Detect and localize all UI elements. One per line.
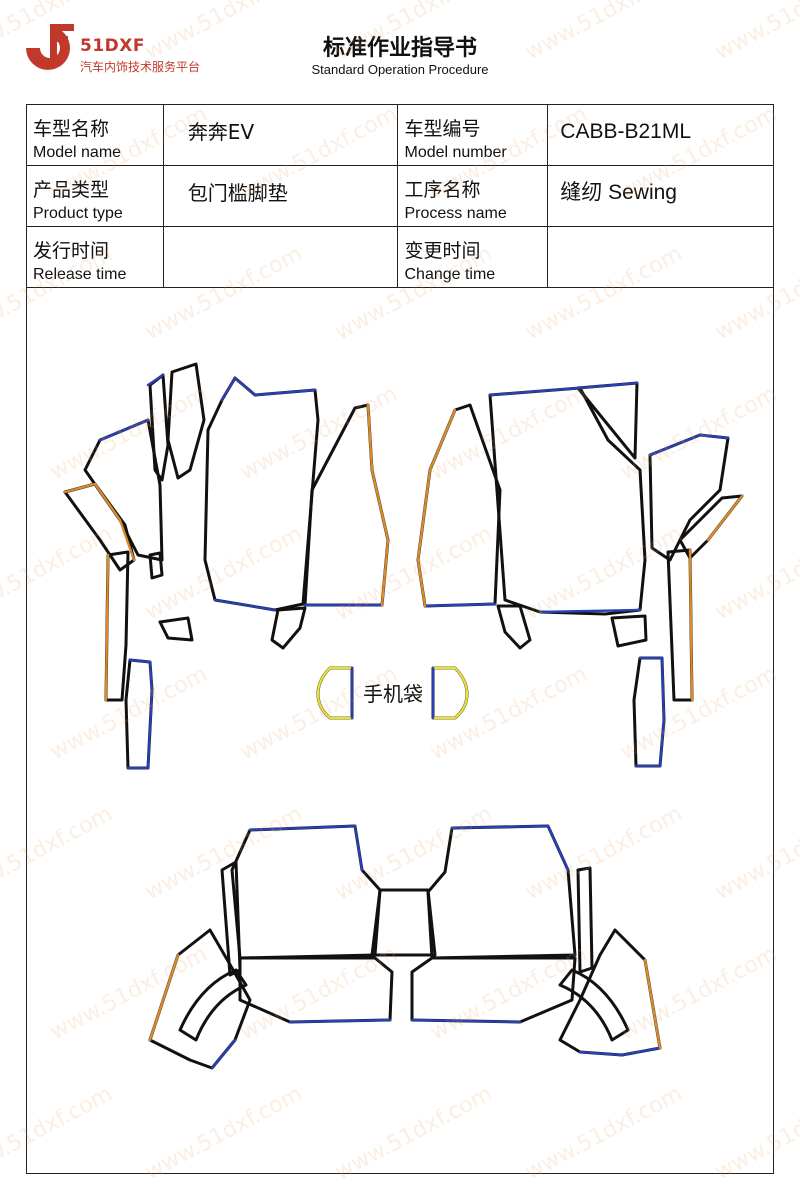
rear-right-side-panel	[576, 866, 594, 974]
front-right-triangle-panel	[576, 381, 639, 460]
rear-right-inner-arc	[558, 968, 630, 1042]
model-name-label: 车型名称	[33, 118, 110, 140]
process-name-label-en: Process name	[404, 205, 507, 222]
page-subtitle: Standard Operation Procedure	[311, 62, 489, 77]
rear-left-lower-mat	[238, 956, 394, 1024]
model-number-label-cell: 车型编号 Model number	[397, 104, 549, 166]
edge-blue-front-right	[423, 381, 730, 768]
product-type-value: 包门槛脚垫	[187, 181, 288, 205]
front-left-clip	[158, 616, 194, 642]
rear-center-tunnel	[370, 888, 437, 957]
table-row: 车型名称 Model name 奔奔EV 车型编号 Model number C…	[26, 104, 774, 166]
info-table: 车型名称 Model name 奔奔EV 车型编号 Model number C…	[26, 104, 774, 288]
product-type-label: 产品类型	[33, 179, 110, 201]
change-time-label: 变更时间	[404, 240, 481, 262]
model-name-value: 奔奔EV	[187, 120, 255, 144]
front-left-sill-strip	[104, 550, 130, 702]
change-time-label-en: Change time	[404, 266, 496, 283]
front-left-main-mat	[203, 376, 320, 612]
edge-orange-front-right	[416, 408, 744, 702]
front-right-heel-pad	[416, 403, 502, 608]
model-name-value-cell: 奔奔EV	[162, 104, 399, 166]
model-number-label: 车型编号	[404, 118, 481, 140]
table-row: 发行时间 Release time 变更时间 Change time	[26, 226, 774, 288]
model-number-value-cell: CABB-B21ML	[547, 104, 774, 166]
model-number-label-en: Model number	[404, 144, 507, 161]
front-left-side-panel	[83, 418, 164, 562]
model-name-label-en: Model name	[33, 144, 122, 161]
brand-name: 51DXF	[80, 36, 145, 56]
front-left-upper-strip	[148, 373, 170, 482]
front-right-clip	[610, 614, 648, 648]
process-name-value-cell: 缝纫 Sewing	[547, 165, 774, 227]
brand-tagline: 汽车内饰技术服务平台	[80, 60, 201, 74]
edge-blue-rear	[210, 824, 662, 1070]
front-right-main-mat	[488, 386, 647, 616]
front-left-upper-panel	[166, 362, 206, 480]
front-right-side-panel	[648, 433, 730, 562]
process-name-value: 缝纫 Sewing	[560, 181, 677, 204]
front-left-foot-piece	[270, 606, 307, 650]
edge-yellow-pockets	[316, 666, 469, 720]
rear-left-wheel-arch	[148, 928, 252, 1070]
model-number-value: CABB-B21ML	[560, 120, 691, 143]
page-title: 标准作业指导书	[322, 36, 477, 61]
rear-right-lower-mat	[410, 956, 577, 1024]
phone-pocket-label: 手机袋	[363, 682, 423, 706]
rear-right-seat-mat	[426, 824, 577, 960]
release-time-label: 发行时间	[33, 240, 110, 262]
model-name-label-cell: 车型名称 Model name	[26, 104, 164, 166]
release-time-value-cell	[162, 226, 399, 288]
edge-blue-front-left	[98, 373, 384, 770]
front-right-sill-strip	[666, 548, 694, 702]
process-name-label-cell: 工序名称 Process name	[397, 165, 549, 227]
process-name-label: 工序名称	[404, 179, 481, 201]
edge-blue-pockets	[350, 666, 435, 720]
edge-orange-rear	[148, 953, 662, 1050]
rear-left-side-panel	[220, 860, 242, 977]
change-time-value-cell	[547, 226, 774, 288]
product-type-label-cell: 产品类型 Product type	[26, 165, 164, 227]
edge-orange-front-left	[63, 403, 390, 702]
change-time-label-cell: 变更时间 Change time	[397, 226, 549, 288]
rear-left-inner-arc	[178, 968, 248, 1042]
front-right-foot-piece	[496, 604, 532, 650]
brand-logo-icon	[26, 24, 74, 70]
table-row: 产品类型 Product type 包门槛脚垫 工序名称 Process nam…	[26, 165, 774, 227]
floor-mat-pattern-drawing: 手机袋	[63, 362, 744, 1070]
document-header: 51DXF 汽车内饰技术服务平台 标准作业指导书 Standard Operat…	[0, 0, 800, 100]
release-time-label-cell: 发行时间 Release time	[26, 226, 164, 288]
release-time-label-en: Release time	[33, 266, 127, 283]
front-left-notch	[148, 551, 164, 580]
product-type-value-cell: 包门槛脚垫	[162, 165, 399, 227]
product-type-label-en: Product type	[33, 205, 123, 222]
front-right-small-block	[632, 656, 666, 768]
